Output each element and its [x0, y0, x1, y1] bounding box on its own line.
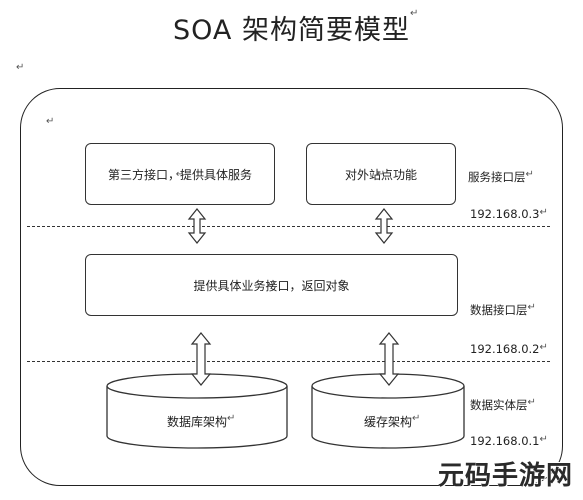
data-entity-layer-ip: 192.168.0.1↵ [470, 434, 548, 448]
layer-divider [27, 361, 550, 362]
cache-cylinder [311, 373, 465, 449]
layer-divider [27, 226, 550, 227]
double-arrow-icon [378, 332, 400, 386]
double-arrow-icon [374, 208, 394, 244]
database-label: 数据库架构↵ [166, 413, 236, 429]
third-party-box: 第三方接口，提供具体服务↵ [85, 143, 275, 205]
business-interface-box: 提供具体业务接口，返回对象↵ [85, 254, 458, 316]
paragraph-mark: ↵ [16, 62, 25, 73]
cache-label: 缓存架构↵ [363, 413, 421, 429]
external-site-box: 对外站点功能↵ [306, 143, 456, 205]
paragraph-mark: ↵ [46, 116, 55, 127]
double-arrow-icon [190, 332, 212, 386]
database-cylinder [106, 373, 288, 449]
outer-frame [20, 88, 563, 486]
double-arrow-icon [187, 208, 207, 244]
data-interface-layer-ip: 192.168.0.2↵ [470, 342, 548, 356]
watermark-logo: 元码手游网 [437, 461, 573, 491]
service-layer-ip: 192.168.0.3↵ [470, 207, 548, 221]
data-interface-layer-label: 数据接口层↵ [470, 302, 536, 317]
diagram-title: SOA 架构简要模型↵ [173, 8, 420, 46]
service-layer-label: 服务接口层↵ [468, 169, 534, 184]
data-entity-layer-label: 数据实体层↵ [470, 397, 536, 412]
